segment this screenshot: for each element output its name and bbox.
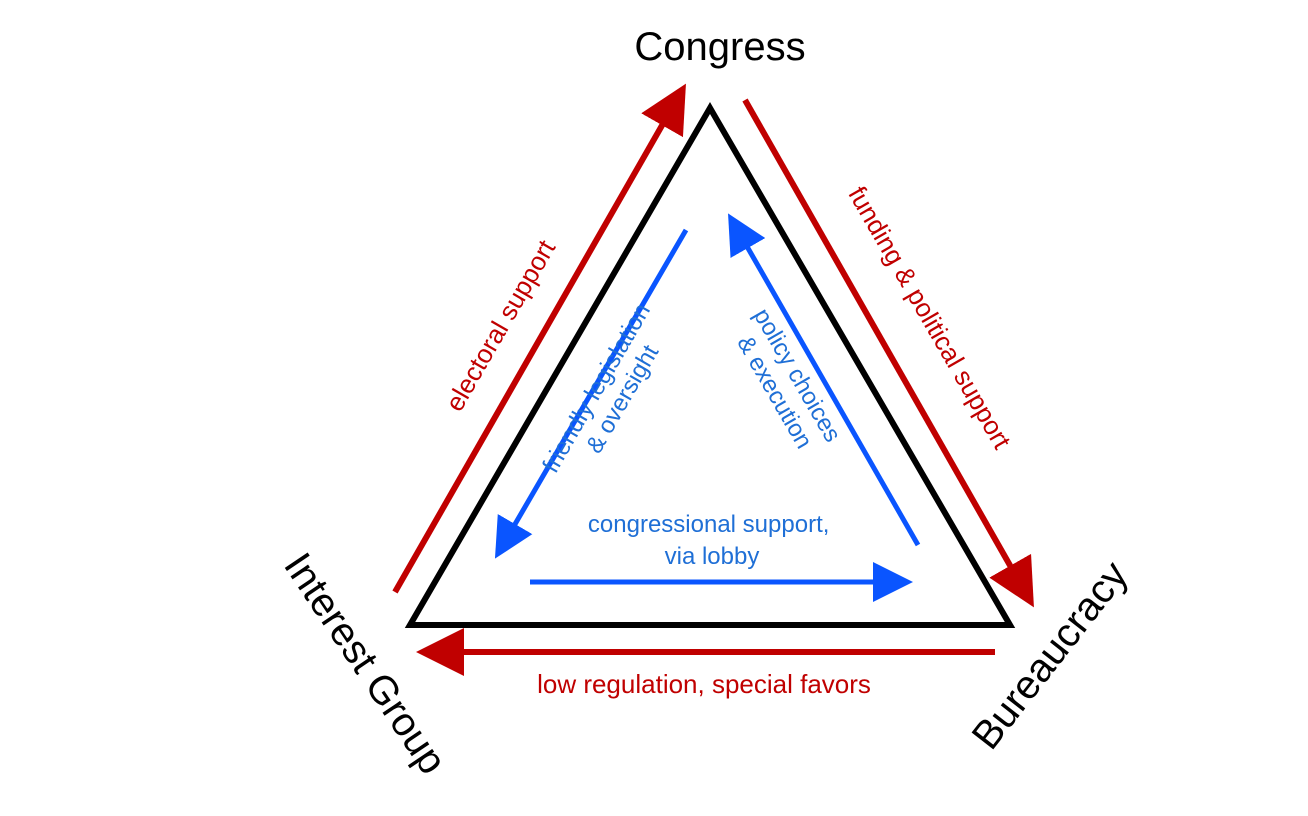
label-electoral-support: electoral support	[439, 234, 561, 416]
label-congressional-support-line2: via lobby	[665, 543, 760, 570]
node-congress: Congress	[634, 25, 805, 69]
node-interest-group: Interest Group	[275, 545, 454, 782]
arrow-policy-choices	[728, 213, 921, 547]
label-congressional-support-line1: congressional support,	[588, 511, 829, 538]
label-friendly-legislation: friendly legislation & oversight	[537, 293, 683, 491]
triangle-outline	[404, 102, 1016, 628]
arrow-funding-political-support	[742, 98, 1034, 608]
label-policy-choices: policy choices & execution	[724, 304, 850, 467]
arrow-electoral-support	[392, 83, 686, 594]
label-low-regulation: low regulation, special favors	[537, 669, 871, 699]
label-congressional-support: congressional support, via lobby	[588, 511, 836, 570]
arrow-friendly-legislation	[494, 228, 689, 559]
